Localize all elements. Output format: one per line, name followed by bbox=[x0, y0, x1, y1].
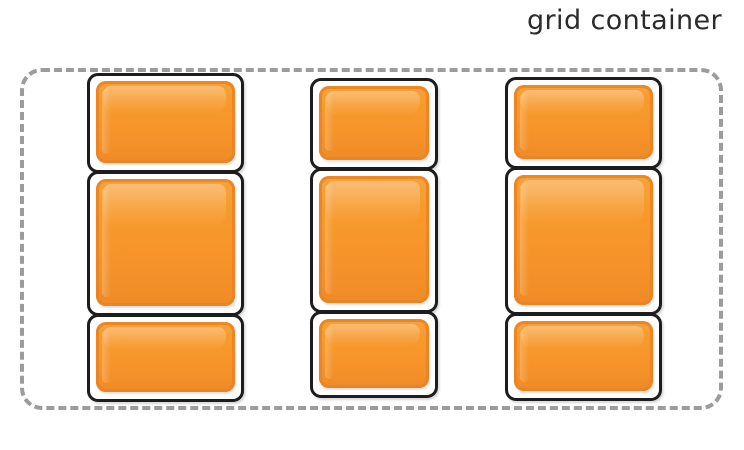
grid-item-tile bbox=[96, 81, 235, 163]
grid-column-1 bbox=[87, 73, 244, 402]
grid-cell-2-1[interactable] bbox=[310, 78, 438, 170]
grid-cell-3-2[interactable] bbox=[505, 167, 662, 315]
grid-cell-1-2[interactable] bbox=[87, 171, 244, 316]
grid-item-tile bbox=[319, 176, 429, 303]
grid-cell-2-3[interactable] bbox=[310, 311, 438, 398]
grid-column-3 bbox=[505, 77, 662, 401]
grid-cell-1-1[interactable] bbox=[87, 73, 244, 173]
grid-item-tile bbox=[96, 179, 235, 306]
grid-item-tile bbox=[319, 319, 429, 388]
grid-item-tile bbox=[319, 86, 429, 160]
grid-cell-3-3[interactable] bbox=[505, 313, 662, 401]
grid-item-tile bbox=[96, 322, 235, 392]
grid-cell-3-1[interactable] bbox=[505, 77, 662, 169]
page-title: grid container bbox=[527, 5, 722, 36]
grid-cell-1-3[interactable] bbox=[87, 314, 244, 402]
grid-cell-2-2[interactable] bbox=[310, 168, 438, 313]
grid-item-tile bbox=[514, 175, 653, 305]
grid-item-tile bbox=[514, 85, 653, 159]
grid-column-2 bbox=[310, 78, 438, 398]
grid-container-outline bbox=[20, 68, 723, 410]
grid-item-tile bbox=[514, 321, 653, 391]
